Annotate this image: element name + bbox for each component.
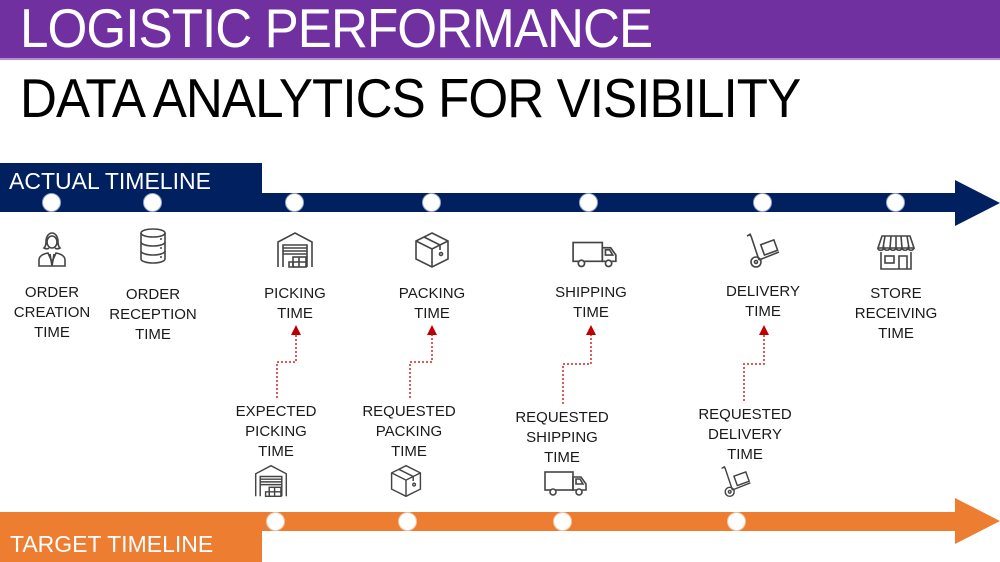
- label-line: STORE: [870, 285, 922, 302]
- page-title: LOGISTIC PERFORMANCE: [20, 0, 653, 59]
- label-line: SHIPPING: [526, 429, 598, 446]
- milestone-label-shipping: SHIPPING TIME: [555, 283, 627, 323]
- target-timeline-label: TARGET TIMELINE: [10, 531, 214, 557]
- actual-timeline-arrowhead: [955, 180, 1000, 226]
- header-band: [0, 0, 1000, 60]
- connector-delivery: [743, 325, 769, 401]
- milestone-label-order-creation: ORDER CREATION TIME: [14, 283, 90, 343]
- milestone-label-requested-shipping: REQUESTED SHIPPING TIME: [515, 408, 608, 468]
- target-timeline-arrowhead: [955, 498, 1000, 544]
- actual-timeline-label: ACTUAL TIMELINE: [9, 168, 211, 194]
- label-line: TIME: [745, 303, 781, 320]
- actual-node-store-receiving: [886, 193, 905, 212]
- label-line: REQUESTED: [362, 403, 456, 420]
- box-icon: [412, 230, 452, 270]
- label-line: TIME: [727, 446, 763, 463]
- actual-node-order-reception: [143, 193, 162, 212]
- actual-timeline-line: [0, 193, 960, 212]
- label-line: TIME: [391, 443, 427, 460]
- hand-truck-icon: [743, 230, 783, 270]
- label-line: PACKING: [375, 423, 443, 440]
- milestone-label-requested-delivery: REQUESTED DELIVERY TIME: [698, 405, 791, 465]
- label-line: PICKING: [264, 285, 326, 302]
- label-line: DELIVERY: [708, 426, 782, 443]
- label-line: DELIVERY: [726, 283, 800, 300]
- label-line: EXPECTED: [235, 403, 317, 420]
- target-timeline-label-box: [0, 512, 262, 562]
- database-icon: [133, 226, 173, 266]
- milestone-label-store-receiving: STORE RECEIVING TIME: [855, 284, 938, 344]
- page-subtitle: DATA ANALYTICS FOR VISIBILITY: [20, 67, 801, 129]
- connector-picking: [276, 325, 301, 398]
- milestone-label-expected-picking: EXPECTED PICKING TIME: [236, 402, 317, 462]
- label-line: TIME: [414, 305, 450, 322]
- target-node-expected-picking: [266, 512, 285, 531]
- milestone-label-picking: PICKING TIME: [264, 284, 326, 324]
- warehouse-icon: [253, 463, 293, 503]
- actual-node-delivery: [753, 193, 772, 212]
- label-line: TIME: [544, 449, 580, 466]
- milestone-label-packing: PACKING TIME: [399, 284, 465, 324]
- store-icon: [876, 232, 916, 272]
- actual-node-packing: [422, 193, 441, 212]
- label-line: TIME: [878, 325, 914, 342]
- person-icon: [32, 228, 72, 268]
- hand-truck-icon: [718, 463, 758, 503]
- milestone-label-delivery: DELIVERY TIME: [726, 282, 800, 322]
- label-line: RECEPTION: [109, 306, 197, 323]
- label-line: TIME: [258, 443, 294, 460]
- label-line: TIME: [34, 324, 70, 341]
- label-line: PACKING: [398, 285, 466, 302]
- label-line: ORDER: [125, 286, 181, 303]
- connector-shipping: [562, 325, 596, 404]
- label-line: CREATION: [13, 304, 91, 321]
- actual-node-order-creation: [42, 193, 61, 212]
- warehouse-icon: [275, 230, 315, 270]
- label-line: SHIPPING: [555, 284, 627, 301]
- connector-packing: [409, 325, 437, 398]
- label-line: REQUESTED: [698, 406, 792, 423]
- label-line: TIME: [277, 305, 313, 322]
- box-icon: [388, 463, 428, 503]
- milestone-label-order-reception: ORDER RECEPTION TIME: [109, 285, 197, 345]
- target-node-requested-shipping: [553, 512, 572, 531]
- label-line: ORDER: [24, 284, 80, 301]
- label-line: PICKING: [245, 423, 307, 440]
- truck-icon: [571, 238, 611, 278]
- label-line: TIME: [135, 326, 171, 343]
- label-line: RECEIVING: [854, 305, 938, 322]
- truck-icon: [543, 468, 583, 508]
- milestone-label-requested-packing: REQUESTED PACKING TIME: [362, 402, 455, 462]
- label-line: REQUESTED: [515, 409, 609, 426]
- actual-node-shipping: [579, 193, 598, 212]
- actual-node-picking: [285, 193, 304, 212]
- target-node-requested-delivery: [727, 512, 746, 531]
- label-line: TIME: [573, 304, 609, 321]
- target-node-requested-packing: [398, 512, 417, 531]
